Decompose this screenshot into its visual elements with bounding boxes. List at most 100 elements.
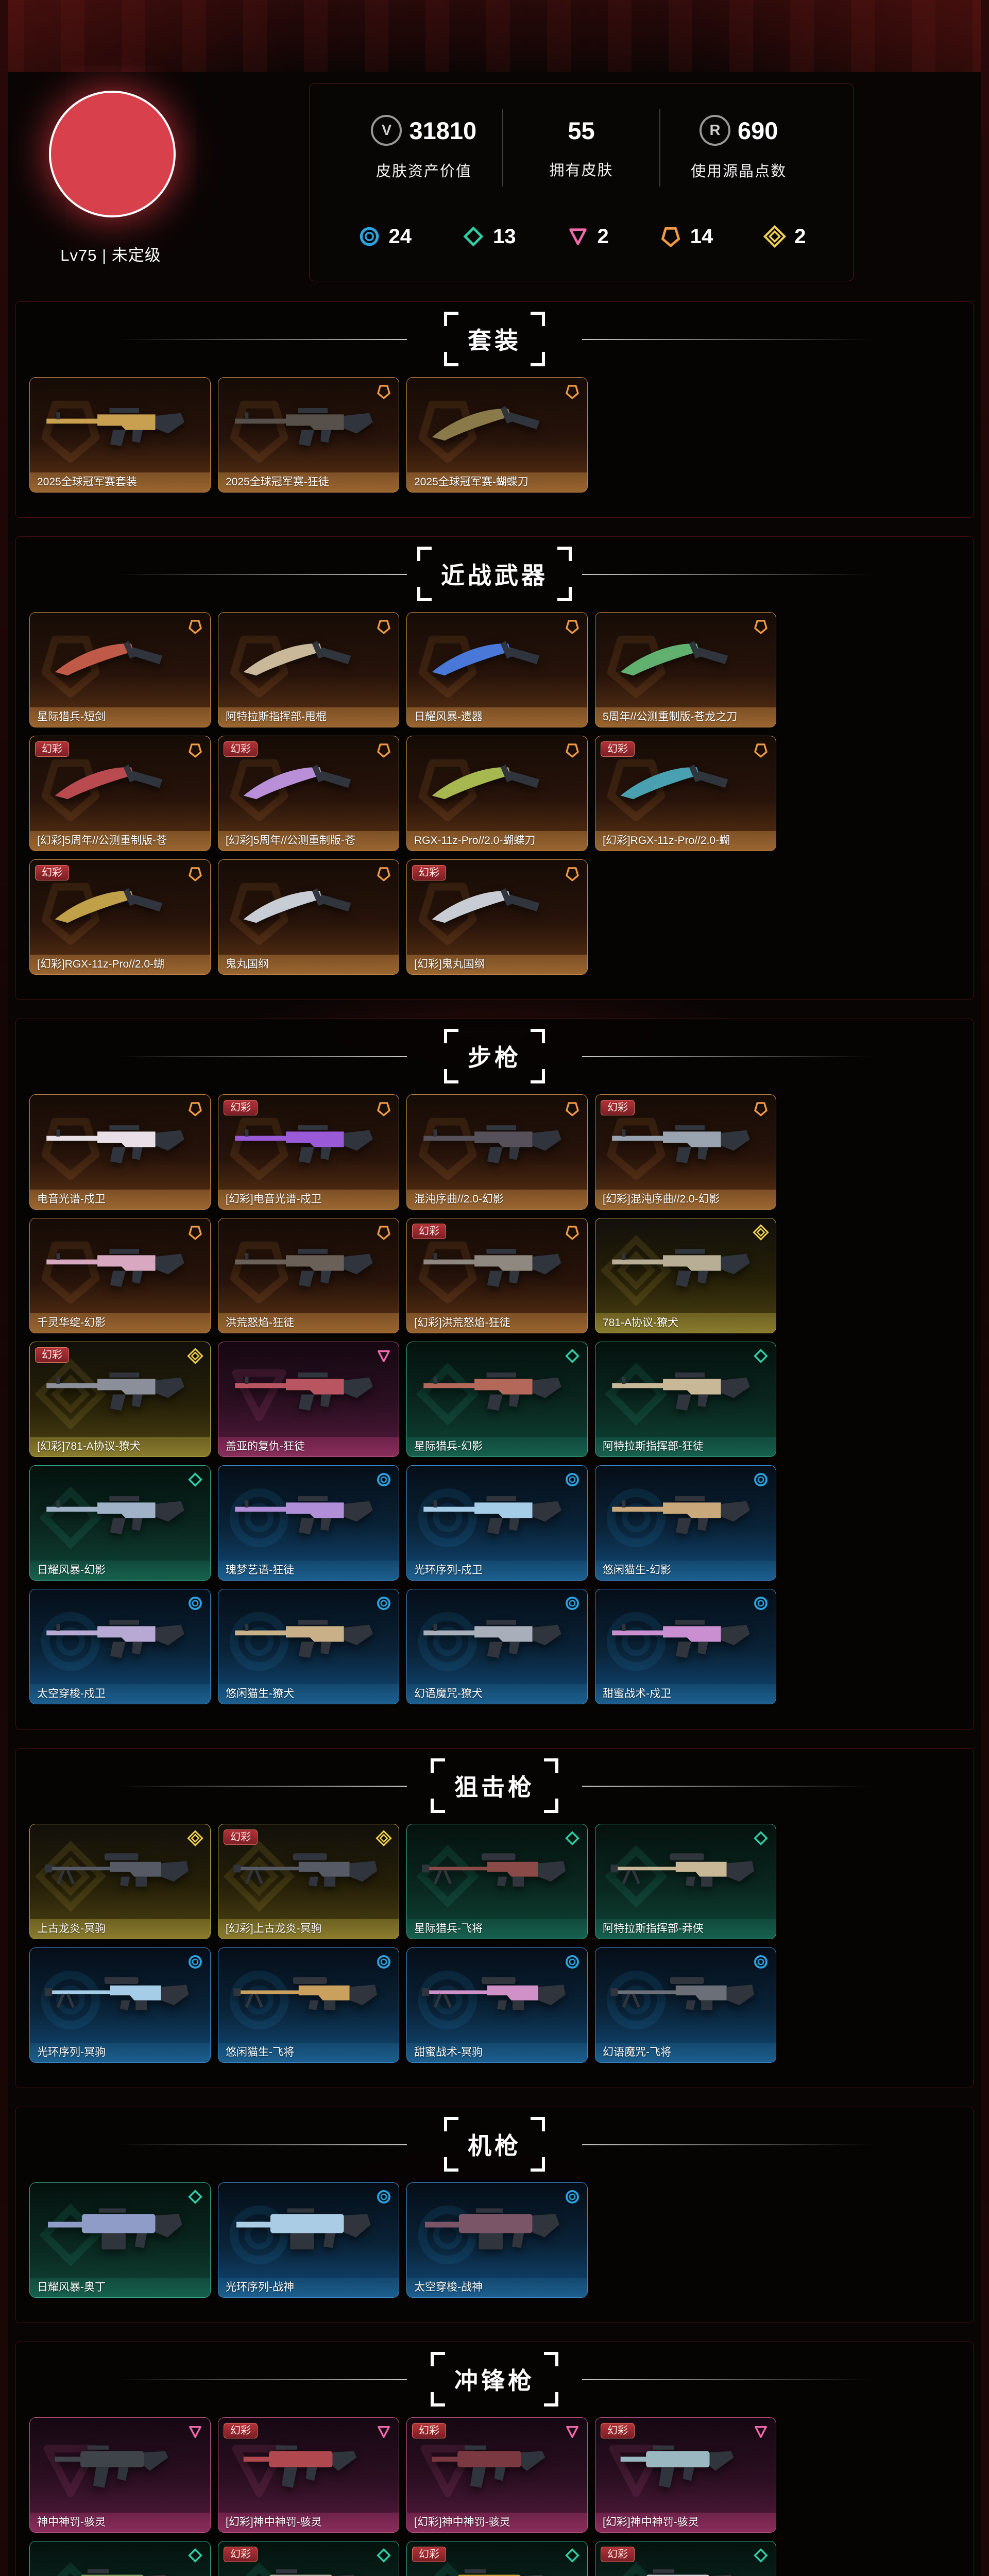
skin-name: 神中神罚-骇灵 (30, 2513, 210, 2532)
skin-card[interactable]: 阿特拉斯指挥部-甩棍 (218, 612, 399, 727)
skin-card[interactable]: 千灵华绽-幻影 (29, 1218, 211, 1333)
rifle-silhouette (42, 393, 198, 457)
skin-card[interactable]: 阿特拉斯指挥部-狂徒 (595, 1342, 776, 1457)
skin-card[interactable]: 阿特拉斯指挥部-莽侠 (595, 1824, 776, 1939)
skin-card[interactable]: 幻彩 [幻彩]神中神罚-骇灵 (406, 2417, 588, 2533)
skin-card[interactable]: 幻彩 [幻彩]神中神罚-骇灵 (595, 2417, 776, 2533)
skin-name: [幻彩]神中神罚-骇灵 (595, 2513, 776, 2532)
skin-card[interactable]: 星际猎兵-幻影 (406, 1342, 588, 1457)
skin-card[interactable]: 悠闲猫生-獠犬 (218, 1589, 399, 1704)
skin-name: [幻彩]RGX-11z-Pro//2.0-蝴 (595, 831, 776, 851)
skin-card[interactable]: 日耀风暴-奥丁 (29, 2182, 211, 2298)
stat-label: 拥有皮肤 (549, 162, 613, 179)
tier-blue-icon (357, 224, 382, 249)
skin-card[interactable]: 5周年//公测重制版-苍龙之刀 (595, 612, 776, 727)
skin-card[interactable]: 幻彩 [幻彩]无限竞技-骇灵 (595, 2541, 776, 2576)
skin-card[interactable]: 电音光谱-戍卫 (29, 1094, 211, 1210)
skin-card[interactable]: 悠闲猫生-飞将 (218, 1947, 399, 2063)
mg-silhouette (419, 2198, 575, 2263)
skin-card[interactable]: 神中神罚-骇灵 (29, 2417, 211, 2533)
skin-card[interactable]: 洪荒怒焰-狂徒 (218, 1218, 399, 1333)
knife-silhouette (419, 751, 575, 816)
vp-icon: V (371, 115, 402, 146)
skin-art (223, 1222, 395, 1310)
skin-card[interactable]: 幻彩 [幻彩]无限竞技-骇灵 (406, 2541, 588, 2576)
skin-card[interactable]: 幻彩 [幻彩]上古龙炎-冥驹 (218, 1824, 399, 1939)
tier-blue-badge-icon (564, 1595, 581, 1612)
skin-card[interactable]: 幻语魔咒-飞将 (595, 1947, 776, 2063)
skin-name: 2025全球冠军赛-狂徒 (218, 472, 399, 492)
section-title-text: 近战武器 (441, 562, 548, 589)
bracket-corner-icon (444, 1069, 458, 1083)
sniper-silhouette (419, 1839, 575, 1904)
skin-card[interactable]: 盖亚的复仇-狂徒 (218, 1342, 399, 1457)
skin-card[interactable]: 混沌序曲//2.0-幻影 (406, 1094, 588, 1210)
tier-blue-badge-icon (375, 1595, 393, 1612)
bracket-corner-icon (531, 352, 545, 366)
skin-card[interactable]: 幻彩 [幻彩]电音光谱-戍卫 (218, 1094, 399, 1210)
skin-name: 洪荒怒焰-狂徒 (218, 1313, 399, 1333)
skin-card[interactable]: 光环序列-戍卫 (406, 1465, 588, 1581)
skin-card[interactable]: 幻彩 [幻彩]5周年//公测重制版-苍 (29, 736, 211, 851)
skin-name: 电音光谱-戍卫 (30, 1190, 210, 1209)
skin-card[interactable]: 悠闲猫生-幻影 (595, 1465, 776, 1581)
skin-card[interactable]: 太空穿梭-战神 (406, 2182, 588, 2298)
weapon-section-panel: 套装 2025全球冠军赛套装 2025全球冠军赛-狂徒 (15, 301, 974, 518)
bracket-corner-icon (444, 2117, 458, 2131)
skin-card[interactable]: 幻彩 [幻彩]RGX-11z-Pro//2.0-蝴 (29, 859, 211, 975)
bracket-corner-icon (431, 1799, 445, 1813)
skin-art (34, 2421, 206, 2510)
tier-orange-badge-icon (186, 741, 204, 759)
skin-card[interactable]: 甜蜜战术-戍卫 (595, 1589, 776, 1704)
skin-card[interactable]: 光环序列-冥驹 (29, 1947, 211, 2063)
tier-orange-badge-icon (564, 1100, 581, 1117)
skin-card[interactable]: 幻彩 [幻彩]无限竞技-骇灵 (218, 2541, 399, 2576)
skin-card[interactable]: 幻彩 [幻彩]781-A协议-獠犬 (29, 1342, 211, 1457)
skin-card[interactable]: 光环序列-战神 (218, 2182, 399, 2298)
skin-card[interactable]: 幻彩 [幻彩]混沌序曲//2.0-幻影 (595, 1094, 776, 1210)
skin-name: 盖亚的复仇-狂徒 (218, 1437, 399, 1456)
skin-card[interactable]: 鬼丸国纲 (218, 859, 399, 975)
skin-art (223, 1951, 395, 2040)
section-title: 步枪 (444, 1029, 545, 1083)
skin-card[interactable]: 星际猎兵-飞将 (406, 1824, 588, 1939)
skin-art (600, 1345, 772, 1434)
skin-card[interactable]: 瑰梦艺语-狂徒 (218, 1465, 399, 1581)
knife-silhouette (419, 628, 575, 692)
skin-card[interactable]: RGX-11z-Pro//2.0-蝴蝶刀 (406, 736, 588, 851)
skin-card[interactable]: 无限竞技-骇灵 (29, 2541, 211, 2576)
skin-card[interactable]: 幻彩 [幻彩]洪荒怒焰-狂徒 (406, 1218, 588, 1333)
skin-card[interactable]: 幻语魔咒-獠犬 (406, 1589, 588, 1704)
skin-card[interactable]: 日耀风暴-遗器 (406, 612, 588, 727)
skin-art (223, 381, 395, 469)
bracket-corner-icon (431, 1758, 445, 1773)
skin-card[interactable]: 幻彩 [幻彩]5周年//公测重制版-苍 (218, 736, 399, 851)
knife-silhouette (231, 628, 386, 692)
skin-card[interactable]: 上古龙炎-冥驹 (29, 1824, 211, 1939)
rifle-silhouette (231, 1604, 386, 1669)
skin-name: 日耀风暴-奥丁 (30, 2278, 210, 2297)
skin-card[interactable]: 日耀风暴-幻影 (29, 1465, 211, 1581)
section-header: 狙击枪 (29, 1758, 960, 1813)
skin-card[interactable]: 太空穿梭-戍卫 (29, 1589, 211, 1704)
skin-card[interactable]: 甜蜜战术-冥驹 (406, 1947, 588, 2063)
rifle-silhouette (42, 1481, 198, 1546)
tier-count-gold: 2 (762, 224, 806, 249)
skin-card[interactable]: 幻彩 [幻彩]RGX-11z-Pro//2.0-蝴 (595, 736, 776, 851)
skin-card[interactable]: 星际猎兵-短剑 (29, 612, 211, 727)
skin-card[interactable]: 幻彩 [幻彩]神中神罚-骇灵 (218, 2417, 399, 2533)
skin-card[interactable]: 2025全球冠军赛-狂徒 (218, 377, 399, 493)
skin-card[interactable]: 2025全球冠军赛套装 (29, 377, 211, 493)
skin-card[interactable]: 2025全球冠军赛-蝴蝶刀 (406, 377, 588, 493)
skin-card[interactable]: 781-A协议-獠犬 (595, 1218, 776, 1333)
skin-name: 光环序列-戍卫 (407, 1561, 587, 1580)
rifle-silhouette (231, 1357, 386, 1422)
tier-orange-badge-icon (375, 1100, 393, 1117)
tier-green-badge-icon (564, 2547, 581, 2564)
skin-name: 日耀风暴-遗器 (407, 707, 587, 727)
skin-card[interactable]: 幻彩 [幻彩]鬼丸国纲 (406, 859, 588, 975)
section-header: 冲锋枪 (29, 2352, 960, 2406)
skin-art (223, 1469, 395, 1557)
header-line-left (118, 1056, 407, 1057)
skin-name: 太空穿梭-戍卫 (30, 1684, 210, 1704)
